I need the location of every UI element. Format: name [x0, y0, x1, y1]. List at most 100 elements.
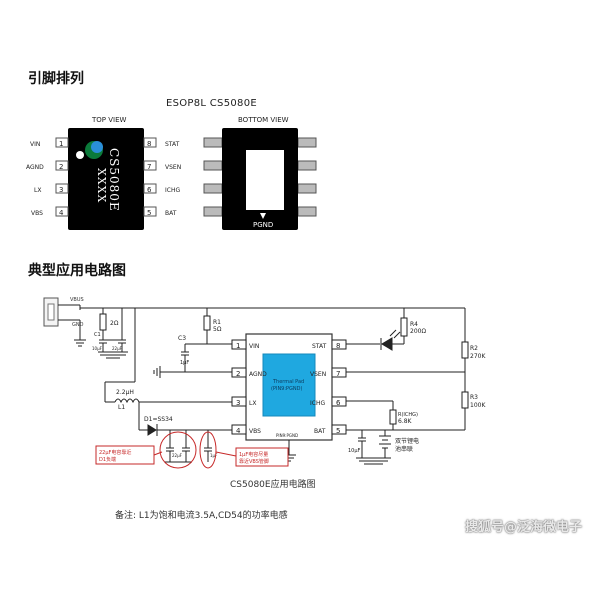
ic-pin-num-4: 4: [236, 427, 241, 435]
highlight-22uf-caps: [159, 431, 197, 469]
bottom-view-pad-label: PGND: [253, 221, 273, 229]
r3-label: R3: [470, 394, 478, 401]
ic-pin-num-3: 3: [236, 399, 240, 407]
top-view-package: TOP VIEW CS5080E XXXX 1 2 3 4 VIN AGND L…: [26, 116, 181, 230]
r2-value: 270K: [470, 353, 486, 360]
ic-pin-name-vsen: VSEN: [310, 371, 326, 378]
ic-pin-num-6: 6: [336, 399, 341, 407]
thermal-pad-label-2: (PIN9:PGND): [271, 386, 303, 392]
bottom-view-exposed-pad: [246, 150, 284, 210]
chip-marking-2: XXXX: [95, 168, 108, 203]
tv-pin-name-agnd: AGND: [26, 164, 44, 171]
diode-label: D1=SS34: [144, 416, 173, 423]
resistor-r1: [203, 315, 211, 331]
r4-value: 200Ω: [410, 328, 426, 335]
ic-labels: 1 2 3 4 VIN AGND LX VBS 8 7 6 5 STAT VSE…: [236, 342, 341, 438]
r4-label: R4: [410, 321, 418, 328]
bottom-view-label: BOTTOM VIEW: [238, 116, 289, 124]
logo-icon: [76, 141, 103, 159]
tv-pin-name-vbs: VBS: [31, 210, 43, 217]
battery-label-1: 双节锂电: [395, 437, 419, 445]
resistor-richg: [389, 409, 397, 425]
ic-bottom-label: PIN9:PGND: [276, 433, 298, 438]
richg-label: R(ICHG): [398, 412, 418, 418]
inductor-l1: [114, 398, 140, 404]
ic-pin-name-vin: VIN: [249, 343, 259, 350]
tv-pin-name-vin: VIN: [30, 141, 40, 148]
battery-label-2: 池串联: [395, 445, 413, 453]
thermal-pad: [262, 353, 316, 417]
ic-pin-name-ichg: ICHG: [310, 400, 325, 407]
resistor-2ohm: [99, 313, 107, 331]
ic-pin-num-5: 5: [336, 427, 340, 435]
c-22uf-label: 22μF: [172, 453, 183, 458]
tv-pin-name-vsen: VSEN: [165, 164, 181, 171]
tv-pin-name-lx: LX: [34, 187, 41, 194]
usb-vbus-label: VBUS: [70, 297, 84, 303]
usb-connector-icon: [43, 297, 59, 327]
c3-label: C3: [178, 335, 186, 342]
ic-pin-name-bat: BAT: [314, 428, 326, 435]
note-box-2-line2: 靠近VBS管脚: [239, 458, 269, 465]
tv-pin-num-7: 7: [147, 163, 151, 171]
resistor-r2: [461, 341, 469, 359]
bottom-view-right-pins: [297, 137, 317, 217]
inductor-label: L1: [118, 404, 125, 411]
ic-pin-name-agnd: AGND: [249, 371, 267, 378]
inductor-value: 2.2μH: [116, 389, 134, 396]
r3-value: 100K: [470, 402, 486, 409]
c1-value: 10μF: [92, 346, 103, 351]
ic-pin-name-lx: LX: [249, 400, 256, 407]
c1-label: C1: [94, 332, 101, 338]
tv-pin-num-1: 1: [59, 140, 63, 148]
pinout-section-title: 引脚排列: [28, 71, 84, 87]
tv-pin-num-5: 5: [147, 209, 151, 217]
usb-gnd-label: GND: [72, 322, 84, 328]
note-box-2-line1: 1μF电容尽量: [239, 451, 268, 458]
tv-pin-num-4: 4: [59, 209, 64, 217]
bottom-view-left-pins: [203, 137, 223, 217]
thermal-pad-label-1: Thermal Pad: [272, 379, 304, 385]
ic-pin-num-7: 7: [336, 370, 340, 378]
ic-pin-name-stat: STAT: [312, 343, 327, 350]
richg-value: 6.8K: [398, 418, 413, 425]
circuit-caption: CS5080E应用电路图: [230, 480, 316, 490]
c-bat-value: 10μF: [348, 448, 361, 454]
note-box-1-line1: 22μF电容靠近: [99, 449, 131, 456]
tv-pin-num-2: 2: [59, 163, 63, 171]
r2-label: R2: [470, 345, 478, 352]
tv-pin-name-bat: BAT: [165, 210, 177, 217]
led-icon: [381, 337, 393, 351]
note-box-1uf: [235, 447, 289, 467]
tv-pin-name-ichg: ICHG: [165, 187, 180, 194]
top-view-label: TOP VIEW: [91, 116, 127, 124]
top-view-left-pins: 1 2 3 4 VIN AGND LX VBS: [26, 137, 69, 217]
watermark: 搜狐号@泛海微电子: [464, 520, 582, 535]
tv-pin-num-3: 3: [59, 186, 63, 194]
circuit-section-title: 典型应用电路图: [28, 263, 126, 279]
battery-icon: [379, 435, 391, 449]
r-2ohm-label: 2Ω: [110, 320, 119, 327]
tv-pin-name-stat: STAT: [165, 141, 180, 148]
diode-d1: [147, 424, 157, 436]
resistor-r3: [461, 391, 469, 409]
application-circuit: VBUS GND 2Ω C1 10μF 22μF: [43, 297, 486, 469]
ic-pin-num-8: 8: [336, 342, 340, 350]
note-box-texts: 22μF电容靠近 D1负端 1μF电容尽量 靠近VBS管脚: [99, 449, 269, 465]
ic-pin-name-vbs: VBS: [249, 428, 261, 435]
pad-arrow-icon: [260, 213, 266, 219]
bottom-view-package: BOTTOM VIEW PGND: [203, 116, 317, 230]
c-1uf-label: 1μF: [210, 453, 218, 458]
top-view-right-pins: 8 7 6 5 STAT VSEN ICHG BAT: [143, 137, 181, 217]
package-title: ESOP8L CS5080E: [166, 98, 257, 109]
note-box-1-line2: D1负端: [99, 456, 116, 463]
resistor-r4: [400, 317, 408, 337]
tv-pin-num-6: 6: [147, 186, 152, 194]
ic-pin-num-1: 1: [236, 342, 240, 350]
r1-label: R1: [213, 319, 221, 326]
chip-marking-1: CS5080E: [107, 148, 121, 212]
tv-pin-num-8: 8: [147, 140, 151, 148]
r1-value: 5Ω: [213, 326, 222, 333]
highlight-1uf-cap: [199, 431, 217, 469]
